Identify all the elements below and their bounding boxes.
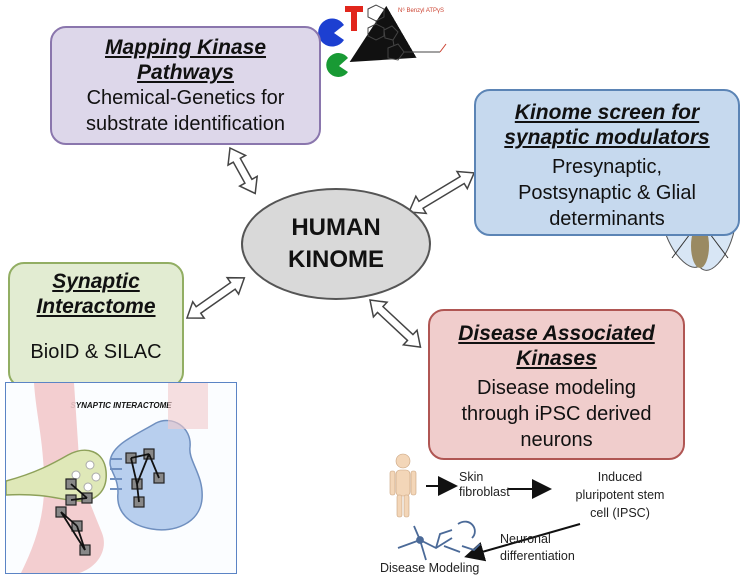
chem-label: N⁶ Benzyl ATPγS	[398, 7, 444, 14]
arrow-hub-disease	[369, 299, 422, 348]
disease-title-line1: Disease Associated	[458, 322, 655, 345]
interactome-title-line1: Synaptic	[52, 270, 140, 293]
human-kinome-hub: HUMAN KINOME	[241, 188, 431, 300]
neuronal-label-line1: Neuronal	[500, 532, 551, 546]
arrow-hub-interactome	[185, 276, 246, 319]
synapse-illustration	[6, 383, 208, 573]
black-arrow-icon	[349, 5, 417, 63]
kinome-body-line3: determinants	[549, 208, 665, 230]
panel-label: SYNAPTIC INTERACTOME	[70, 401, 172, 410]
hub-line2: KINOME	[288, 246, 384, 273]
ipsc-label-line1: Induced	[597, 470, 643, 484]
mapping-body-line1: Chemical-Genetics for	[86, 87, 285, 109]
synaptic-interactome-box: Synaptic Interactome BioID & SILAC	[8, 262, 184, 388]
interactome-body: BioID & SILAC	[30, 341, 162, 363]
hub-line1: HUMAN	[291, 214, 381, 241]
neuron-icon	[397, 520, 481, 561]
disease-body-line2: through iPSC derived	[461, 403, 652, 425]
interactome-title-line2: Interactome	[36, 295, 156, 318]
kinome-title-line2: synaptic modulators	[504, 126, 710, 149]
kinome-screen-box: Kinome screen for synaptic modulators Pr…	[474, 89, 740, 236]
disease-body-line1: Disease modeling	[477, 377, 636, 399]
neuronal-label-line2: differentiation	[500, 549, 575, 563]
disease-body-line3: neurons	[520, 429, 593, 451]
arrow-hub-mapping	[227, 146, 259, 195]
mapping-title-line2: Pathways	[137, 61, 234, 84]
mapping-body-line2: substrate identification	[85, 113, 285, 135]
disease-title-line2: Kinases	[516, 347, 597, 370]
ipsc-label-line2: pluripotent stem	[575, 488, 665, 502]
arrow-to-neurons	[464, 523, 581, 562]
mapping-title-line1: Mapping Kinase	[104, 36, 267, 59]
disease-modeling-label: Disease Modeling	[380, 561, 480, 575]
skin-label-line1: Skin	[459, 470, 484, 484]
kinase-blue-icon	[318, 6, 363, 47]
mapping-kinase-pathways-box: Mapping Kinase Pathways Chemical-Genetic…	[50, 26, 321, 145]
ipsc-label-line3: cell (IPSC)	[590, 506, 650, 520]
skin-label-line2: fibroblast	[459, 485, 510, 499]
kinome-body-line1: Presynaptic,	[551, 156, 663, 178]
atp-molecule-icon	[367, 4, 447, 61]
synaptic-interactome-panel: SYNAPTIC INTERACTOME	[5, 382, 237, 574]
human-figure-icon	[389, 453, 417, 518]
disease-kinases-box: Disease Associated Kinases Disease model…	[428, 309, 685, 460]
kinome-title-line1: Kinome screen for	[514, 101, 700, 124]
kinome-body-line2: Postsynaptic & Glial	[518, 182, 696, 204]
kinase-green-icon	[326, 53, 348, 78]
